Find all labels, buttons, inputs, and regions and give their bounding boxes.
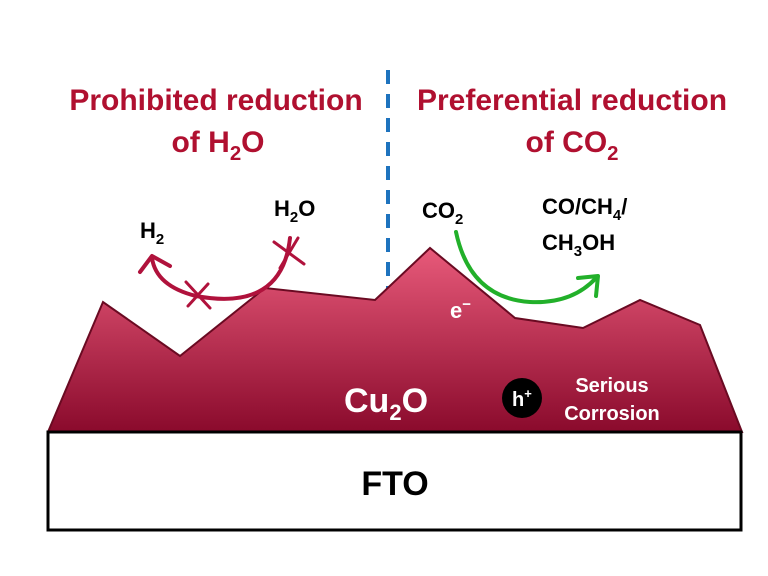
left-heading-line2: of H2O [171, 126, 264, 165]
h2-label: H2 [140, 218, 164, 248]
products-label-line1: CO/CH4/ [542, 194, 627, 224]
cu2o-label: Cu2O [344, 382, 428, 425]
curved-arrow-icon [150, 236, 292, 301]
left-heading: Prohibited reduction of H2O [69, 84, 362, 165]
co2-label: CO2 [422, 198, 463, 228]
hole-label: h+ [512, 386, 532, 411]
left-heading-line1: Prohibited reduction [69, 84, 362, 117]
curved-arrow-icon [454, 230, 598, 305]
right-heading: Preferential reduction of CO2 [417, 84, 727, 165]
cross-mark-icon [272, 236, 306, 270]
right-heading-line2: of CO2 [526, 126, 619, 165]
h2o-label: H2O [274, 196, 315, 226]
fto-substrate [46, 430, 743, 532]
cu2o-film [46, 246, 744, 433]
electron-label: e− [450, 296, 471, 323]
hole-circle [502, 378, 542, 418]
products-label-line2: CH3OH [542, 230, 615, 260]
cross-mark-icon [184, 280, 212, 310]
corrosion-label-line2: Corrosion [564, 403, 660, 425]
right-heading-line1: Preferential reduction [417, 84, 727, 117]
forbidden-arrowhead-icon [138, 254, 172, 274]
corrosion-label-line1: Serious [575, 375, 648, 397]
preferred-arrowhead-icon [576, 274, 600, 298]
preferred-reaction-arrow [454, 230, 600, 305]
fto-label: FTO [361, 465, 428, 503]
forbidden-reaction-arrow [138, 236, 306, 310]
